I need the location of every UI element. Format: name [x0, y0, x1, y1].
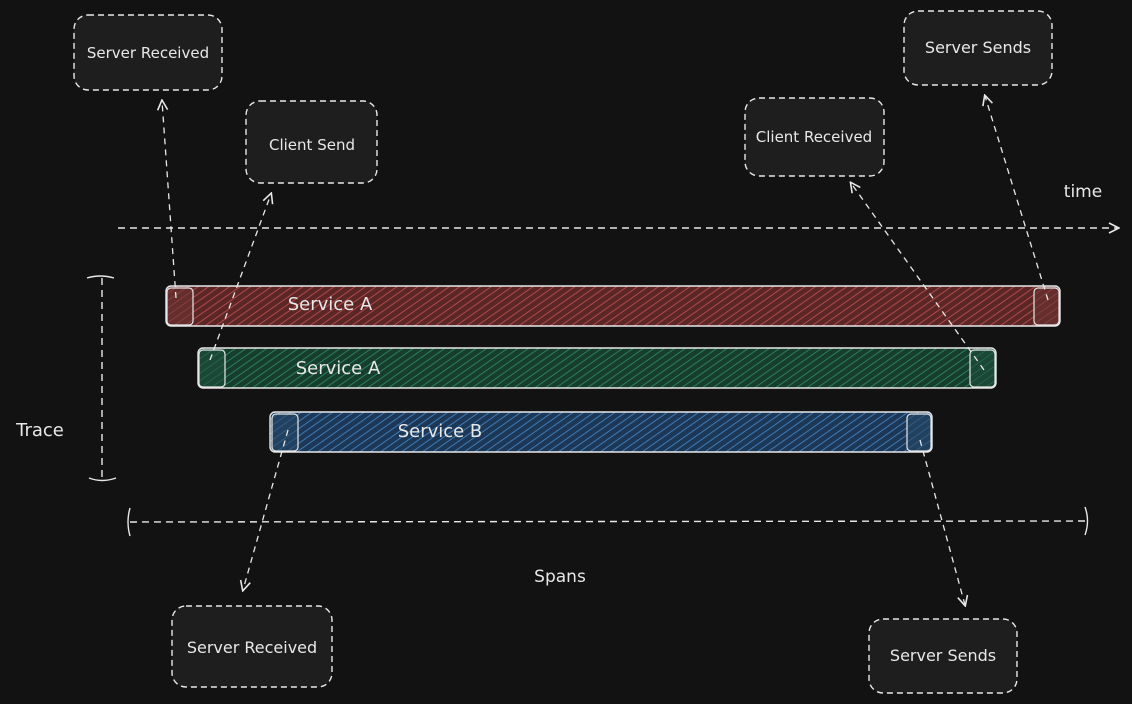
time-label: time [1064, 182, 1102, 202]
arrow-to-bottom-server-received [243, 429, 289, 590]
connectors [162, 96, 1049, 605]
annotation-label: Server Sends [890, 646, 996, 665]
annotation-label: Client Send [269, 136, 355, 154]
annotation-client-received: Client Received [744, 97, 885, 177]
arrow-to-client-send [209, 194, 271, 361]
trace-label: Trace [15, 420, 64, 441]
time-axis: time [118, 182, 1118, 228]
trace-bracket-top [86, 275, 115, 279]
annotation-bottom-server-sends: Server Sends [868, 618, 1018, 694]
annotation-client-send: Client Send [245, 100, 378, 184]
arrow-to-top-server-sends [985, 96, 1049, 301]
span-label: Service A [296, 358, 381, 379]
spans-bracket-right [1084, 506, 1089, 536]
span-end-marker [906, 413, 932, 452]
trace-bracket [86, 275, 117, 482]
span-start-marker [271, 413, 299, 452]
span-service-a-inner: Service A [197, 347, 997, 389]
spans-bracket-line [129, 520, 1086, 523]
span-label: Service A [288, 294, 373, 315]
annotation-top-server-sends: Server Sends [903, 10, 1053, 86]
arrow-to-top-server-received [162, 101, 177, 299]
annotation-top-server-received: Server Received [73, 14, 223, 91]
spans-label: Spans [534, 567, 586, 587]
annotation-label: Client Received [756, 128, 872, 146]
span-end-marker [1033, 287, 1060, 326]
spans-bracket [127, 506, 1089, 537]
span-label: Service B [398, 421, 483, 442]
span-start-marker [198, 349, 226, 388]
span-service-b: Service B [269, 411, 933, 453]
annotation-label: Server Received [87, 44, 209, 62]
annotation-label: Server Sends [925, 38, 1031, 57]
annotation-bottom-server-received: Server Received [171, 605, 333, 688]
arrow-to-client-received [851, 183, 985, 371]
trace-bracket-bottom [88, 477, 117, 482]
span-start-marker [166, 287, 194, 326]
arrow-to-bottom-server-sends [919, 439, 965, 605]
spans-bracket-left [127, 507, 131, 537]
span-service-a-outer: Service A [165, 285, 1061, 327]
annotation-label: Server Received [187, 638, 317, 657]
